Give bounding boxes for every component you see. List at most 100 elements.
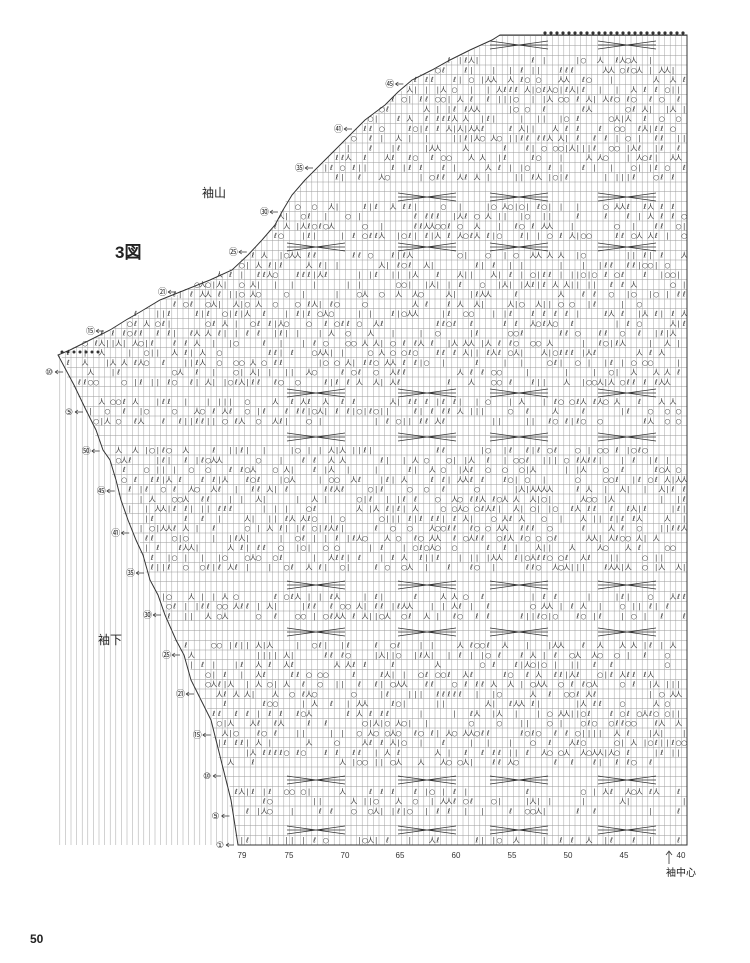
stitch-symbol: 人 [630, 144, 637, 152]
stitch-symbol: ○ [261, 359, 267, 367]
stitch-symbol: | [504, 456, 506, 464]
stitch-symbol: | [638, 261, 640, 269]
stitch-symbol: | [543, 57, 545, 65]
stitch-symbol: 人 [412, 271, 419, 279]
stitch-symbol: ℓ [654, 232, 658, 240]
stitch-symbol: | [341, 525, 343, 533]
stitch-symbol: | [403, 671, 405, 679]
stitch-symbol: ℓ [598, 125, 602, 133]
stitch-symbol: ○ [401, 310, 407, 318]
stitch-symbol: ℓ [402, 339, 406, 347]
column-lines [59, 35, 688, 845]
stitch-symbol: | [621, 408, 623, 416]
stitch-symbol: ℓ [536, 554, 540, 562]
stitch-symbol: ℓ [547, 690, 551, 698]
stitch-symbol: ℓ [267, 661, 271, 669]
stitch-symbol: ○ [558, 398, 564, 406]
stitch-symbol: | [470, 135, 472, 143]
stitch-symbol: ○ [267, 798, 273, 806]
stitch-symbol: | [347, 281, 349, 289]
stitch-symbol: ○ [614, 222, 620, 230]
stitch-symbol: ○ [653, 710, 659, 718]
stitch-symbol: 人 [233, 603, 240, 611]
stitch-symbol: ℓ [357, 681, 361, 689]
stitch-symbol: ○ [401, 720, 407, 728]
stitch-symbol: ○ [631, 447, 637, 455]
stitch-symbol: ○ [625, 57, 631, 65]
stitch-symbol: ○ [536, 729, 542, 737]
stitch-symbol: ℓ [161, 398, 165, 406]
stitch-symbol: | [386, 495, 388, 503]
stitch-symbol: | [392, 505, 394, 513]
stitch-symbol: | [532, 125, 534, 133]
stitch-symbol: | [431, 554, 433, 562]
stitch-symbol: 人 [608, 564, 615, 572]
stitch-symbol: | [213, 339, 215, 347]
stitch-symbol: ○ [508, 330, 514, 338]
stitch-symbol: 人 [429, 466, 436, 474]
stitch-symbol: 人 [530, 651, 537, 659]
stitch-symbol: ○ [642, 447, 648, 455]
stitch-symbol: ○ [379, 612, 385, 620]
stitch-symbol: 人 [608, 66, 615, 74]
stitch-symbol: ○ [513, 759, 519, 767]
stitch-symbol: ℓ [396, 369, 400, 377]
stitch-symbol: ℓ [211, 408, 215, 416]
stitch-symbol: | [582, 144, 584, 152]
stitch-symbol: | [140, 525, 142, 533]
stitch-symbol: | [677, 339, 679, 347]
stitch-symbol: ℓ [262, 544, 266, 552]
stitch-symbol: ℓ [323, 651, 327, 659]
stitch-symbol: ℓ [659, 612, 663, 620]
stitch-symbol: ℓ [178, 476, 182, 484]
stitch-symbol: | [498, 505, 500, 513]
stitch-symbol: | [106, 339, 108, 347]
stitch-symbol: ℓ [351, 661, 355, 669]
stitch-symbol: | [257, 281, 259, 289]
stitch-symbol: | [218, 739, 220, 747]
stitch-symbol: ○ [390, 525, 396, 533]
stitch-symbol: | [235, 330, 237, 338]
stitch-symbol: | [509, 261, 511, 269]
stitch-symbol: ○ [631, 291, 637, 299]
stitch-symbol: 人 [451, 495, 458, 503]
stitch-symbol: ℓ [463, 105, 467, 113]
stitch-symbol: | [246, 261, 248, 269]
stitch-symbol: ℓ [648, 710, 652, 718]
stitch-symbol: ○ [664, 417, 670, 425]
stitch-symbol: ○ [160, 486, 166, 494]
stitch-symbol: | [437, 398, 439, 406]
stitch-symbol: ℓ [295, 310, 299, 318]
stitch-symbol: | [515, 544, 517, 552]
stitch-symbol: | [403, 456, 405, 464]
stitch-symbol: | [285, 330, 287, 338]
stitch-symbol: 人 [513, 349, 520, 357]
stitch-symbol: | [420, 690, 422, 698]
stitch-symbol: ℓ [379, 710, 383, 718]
stitch-symbol: 人 [233, 300, 240, 308]
stitch-symbol: ○ [429, 788, 435, 796]
stitch-symbol: 人 [580, 603, 587, 611]
stitch-symbol: | [157, 398, 159, 406]
stitch-symbol: 人 [630, 369, 637, 377]
stitch-symbol: ℓ [424, 398, 428, 406]
stitch-symbol: | [302, 232, 304, 240]
stitch-symbol: ○ [474, 525, 480, 533]
stitch-symbol: ℓ [682, 320, 686, 328]
stitch-symbol: ℓ [609, 671, 613, 679]
stitch-symbol: ℓ [531, 281, 535, 289]
stitch-symbol: ℓ [167, 330, 171, 338]
stitch-symbol: ○ [373, 369, 379, 377]
stitch-symbol: ○ [558, 300, 564, 308]
stitch-symbol: ○ [631, 359, 637, 367]
stitch-symbol: ℓ [295, 749, 299, 757]
stitch-symbol: 人 [283, 222, 290, 230]
bind-off-dot [663, 31, 667, 35]
stitch-symbol: ○ [664, 544, 670, 552]
row-number-marker: ㉑ [158, 287, 167, 298]
stitch-symbol: 人 [647, 671, 654, 679]
stitch-symbol: ℓ [346, 408, 350, 416]
stitch-symbol: ℓ [631, 261, 635, 269]
stitch-symbol: ℓ [413, 213, 417, 221]
stitch-symbol: | [666, 291, 668, 299]
